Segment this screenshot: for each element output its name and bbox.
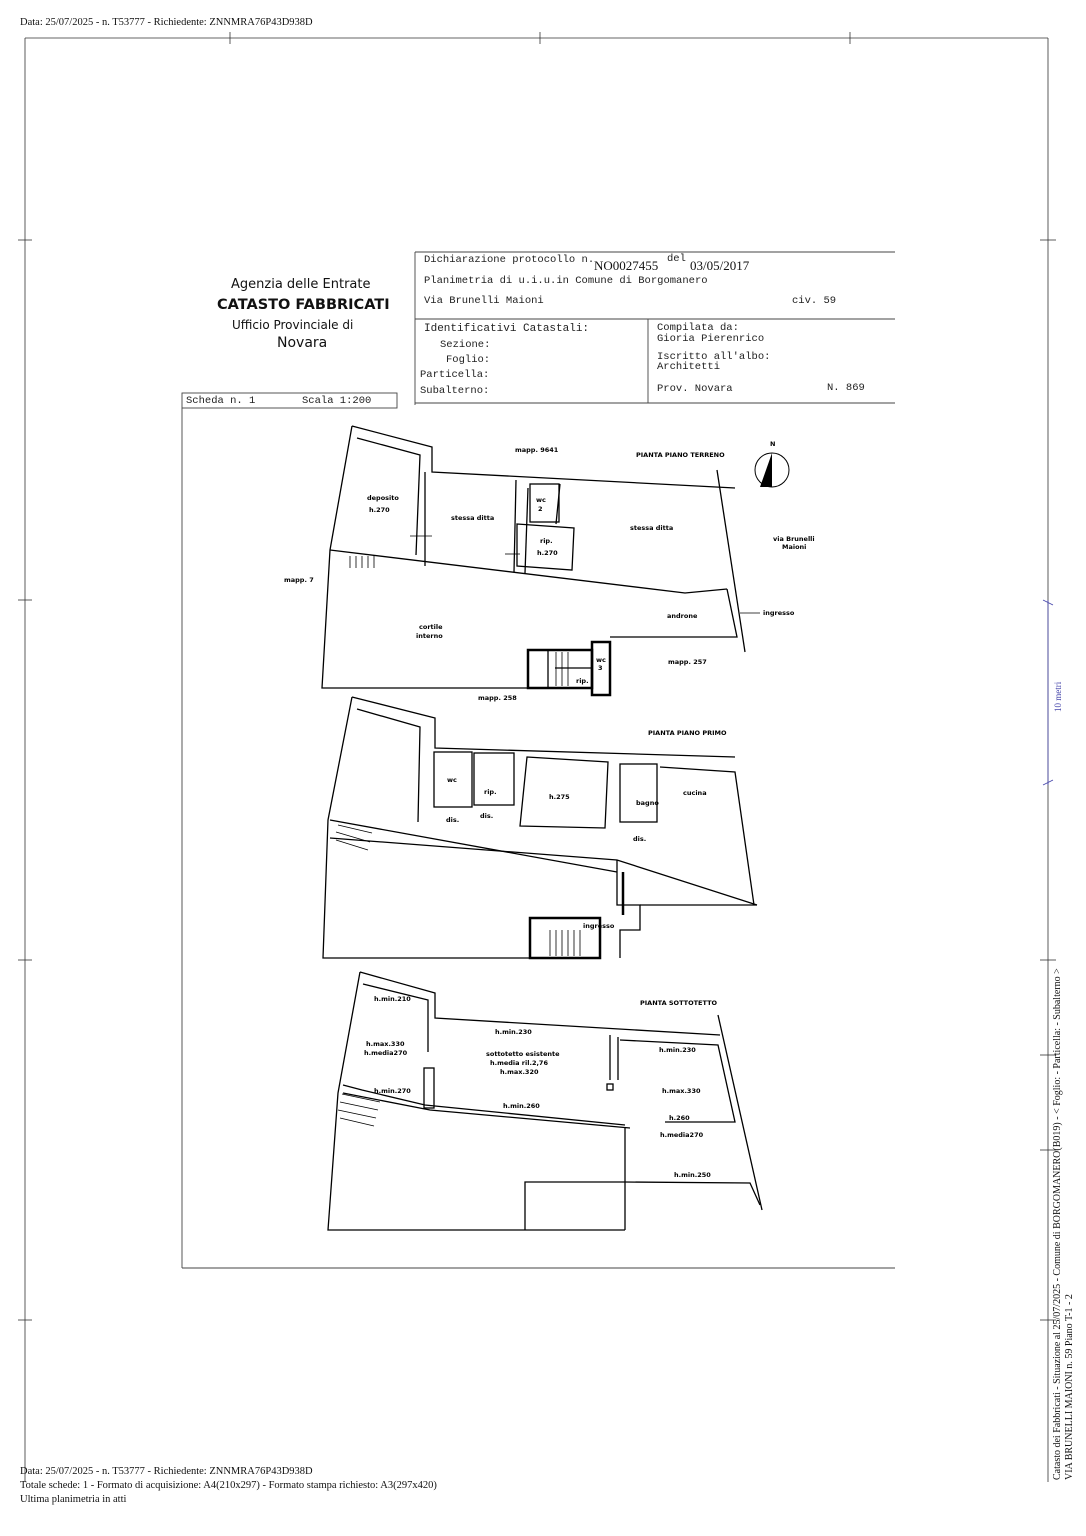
first-floor-title: PIANTA PIANO PRIMO — [648, 729, 727, 737]
plan-label: rip. — [484, 788, 497, 796]
plan-label: h.min.250 — [674, 1171, 711, 1179]
plan-label: stessa ditta — [630, 524, 673, 532]
plan-label: rip. — [540, 537, 553, 545]
scale-bar-label: 10 metri — [1053, 681, 1063, 712]
sheet-frame — [18, 32, 1056, 1482]
agency-name: Agenzia delle Entrate — [231, 277, 371, 292]
scale-bar — [1042, 599, 1054, 786]
identificativi-title: Identificativi Catastali: — [424, 323, 590, 335]
plan-label: h.275 — [549, 793, 570, 801]
registration-number: N. 869 — [827, 382, 865, 394]
plan-label: cortile — [419, 623, 443, 631]
plan-label: h.media270 — [364, 1049, 408, 1057]
plan-label: h.270 — [537, 549, 558, 557]
scale: Scala 1:200 — [302, 395, 372, 407]
title-block — [181, 251, 895, 1269]
plan-label: h.min.210 — [374, 995, 411, 1003]
plan-label: h.max.320 — [500, 1068, 539, 1076]
side-text-line2: VIA BRUNELLI MAIONI n. 59 Piano T-1 - 2 — [1064, 1294, 1075, 1480]
plan-label: mapp. 258 — [478, 694, 517, 702]
plan-label: h.media ril.2,76 — [490, 1059, 548, 1067]
plan-label: androne — [667, 612, 698, 620]
plan-label: h.media270 — [660, 1131, 704, 1139]
albo-label: Iscritto all'albo: — [657, 351, 771, 363]
footer-line2: Totale schede: 1 - Formato di acquisizio… — [20, 1480, 437, 1491]
attic-title: PIANTA SOTTOTETTO — [640, 999, 718, 1007]
plan-label: h.min.230 — [659, 1046, 696, 1054]
subalterno-label: Subalterno: — [420, 385, 490, 397]
plan-label: mapp. 7 — [284, 576, 314, 584]
planimetria-line: Planimetria di u.i.u.in Comune di Borgom… — [424, 275, 708, 287]
compilata-label: Compilata da: — [657, 322, 739, 334]
catasto-title: CATASTO FABBRICATI — [217, 297, 390, 313]
ground-floor-plan: N PIANTA PIANO TERRENO mapp. 9641 deposi… — [284, 425, 815, 702]
plan-label: 3 — [598, 664, 603, 672]
albo-value: Architetti — [657, 361, 721, 373]
plan-label: rip. — [576, 677, 589, 685]
plan-label: mapp. 257 — [668, 658, 707, 666]
foglio-label: Foglio: — [446, 354, 491, 366]
plan-label: h.270 — [369, 506, 390, 514]
plan-label: cucina — [683, 789, 707, 797]
header-line: Data: 25/07/2025 - n. T53777 - Richieden… — [20, 17, 313, 28]
province: Prov. Novara — [657, 383, 733, 395]
footer-line1: Data: 25/07/2025 - n. T53777 - Richieden… — [20, 1466, 313, 1477]
plan-label: 2 — [538, 505, 543, 513]
del-label: del — [667, 253, 686, 265]
protocol-number: NO0027455 — [594, 258, 659, 273]
plan-label: via Brunelli — [773, 535, 815, 543]
plan-label: stessa ditta — [451, 514, 494, 522]
protocol-date: 03/05/2017 — [690, 258, 750, 273]
plan-label: h.min.270 — [374, 1087, 411, 1095]
plan-label: mapp. 9641 — [515, 446, 559, 454]
side-text-line1: Catasto dei Fabbricati - Situazione al 2… — [1052, 968, 1063, 1480]
particella-label: Particella: — [420, 369, 490, 381]
footer-line3: Ultima planimetria in atti — [20, 1494, 127, 1505]
office-province: Novara — [277, 335, 328, 351]
plan-label: sottotetto esistente — [486, 1050, 560, 1058]
scheda-number: Scheda n. 1 — [186, 395, 256, 407]
attic-plan: PIANTA SOTTOTETTO h.min.210 h.max.330 h.… — [327, 971, 763, 1231]
declaration-prefix: Dichiarazione protocollo n. — [424, 254, 595, 266]
plan-label: ingresso — [763, 609, 795, 617]
north-label: N — [770, 440, 775, 448]
plan-label: dis. — [480, 812, 493, 820]
plan-label: wc — [596, 656, 606, 664]
plan-label: h.max.330 — [662, 1087, 701, 1095]
first-floor-plan: PIANTA PIANO PRIMO wc rip. h.275 bagno c… — [322, 696, 758, 960]
plan-label: h.min.230 — [495, 1028, 532, 1036]
plan-label: h.260 — [669, 1114, 690, 1122]
plan-label: deposito — [367, 494, 399, 502]
plan-label: dis. — [633, 835, 646, 843]
plan-label: wc — [536, 496, 546, 504]
plan-label: bagno — [636, 799, 659, 807]
compiler-name: Gioria Pierenrico — [657, 333, 765, 345]
address: Via Brunelli Maioni — [424, 295, 544, 307]
plan-label: wc — [447, 776, 457, 784]
ground-floor-title: PIANTA PIANO TERRENO — [636, 451, 725, 459]
plan-label: Maioni — [782, 543, 806, 551]
civic-number: civ. 59 — [792, 295, 837, 307]
plan-label: h.max.330 — [366, 1040, 405, 1048]
plan-label: interno — [416, 632, 443, 640]
plan-label: ingresso — [583, 922, 615, 930]
office-label: Ufficio Provinciale di — [232, 318, 354, 332]
plan-label: dis. — [446, 816, 459, 824]
plan-label: h.min.260 — [503, 1102, 540, 1110]
sezione-label: Sezione: — [440, 339, 491, 351]
